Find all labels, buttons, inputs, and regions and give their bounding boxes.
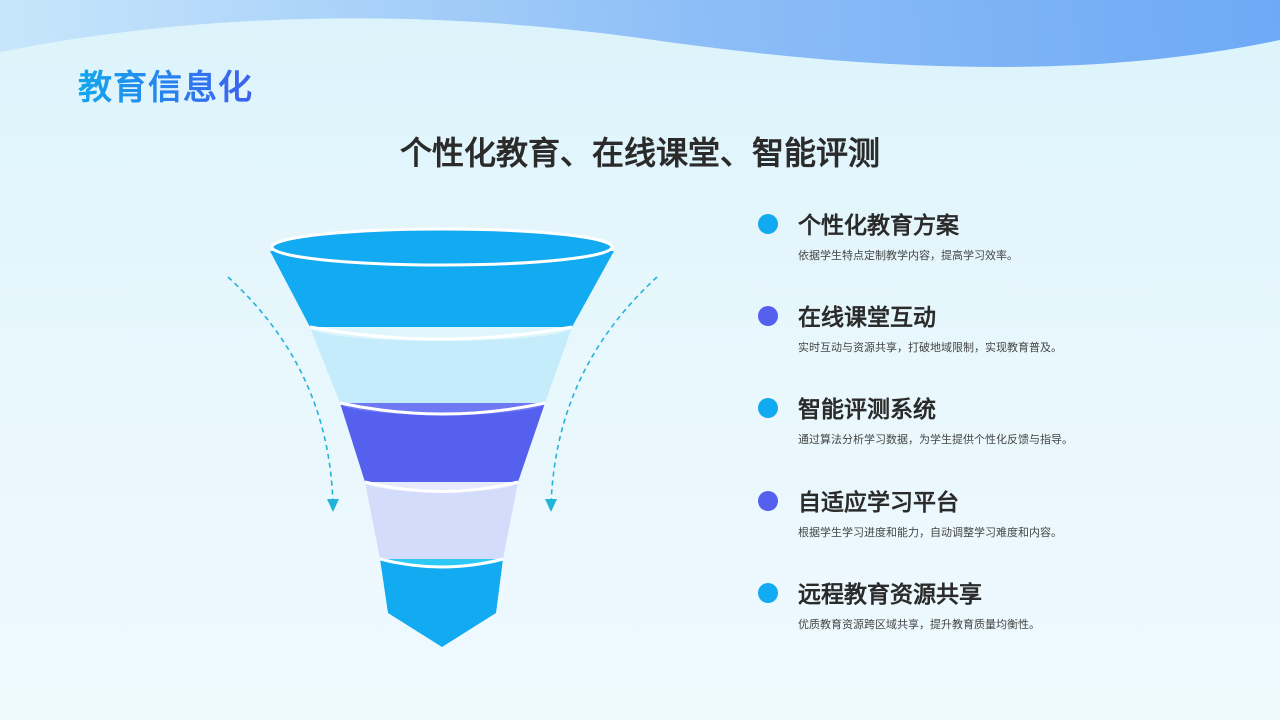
bullet-dot [758, 398, 778, 418]
item-description: 依据学生特点定制教学内容，提高学习效率。 [798, 249, 1018, 262]
bullet-dot [758, 214, 778, 234]
funnel-diagram [227, 227, 658, 647]
funnel-level-3 [340, 403, 545, 482]
item-heading: 远程教育资源共享 [798, 582, 982, 608]
funnel-level-1-rim [309, 325, 573, 341]
item-heading: 智能评测系统 [798, 397, 936, 423]
left-flow-arrowhead [327, 499, 339, 512]
slide-subtitle: 个性化教育、在线课堂、智能评测 [399, 134, 880, 172]
funnel-level-2-rim [339, 401, 546, 416]
funnel-level-1 [270, 251, 614, 327]
bullet-dot [758, 583, 778, 603]
header-wave [0, 0, 1280, 67]
item-description: 根据学生学习进度和能力，自动调整学习难度和内容。 [798, 526, 1062, 539]
right-flow-arrowhead [545, 499, 557, 512]
funnel-level-4 [365, 482, 518, 559]
item-description: 优质教育资源跨区域共享，提升教育质量均衡性。 [798, 618, 1040, 631]
item-heading: 自适应学习平台 [798, 490, 959, 516]
item-heading: 在线课堂互动 [798, 305, 936, 331]
funnel-level-4-rim [379, 557, 504, 569]
funnel-level-2 [310, 327, 572, 403]
right-flow-arrow [550, 276, 658, 506]
left-flow-arrow [227, 276, 334, 506]
funnel-level-5 [380, 559, 503, 647]
bullet-dot [758, 306, 778, 326]
item-heading: 个性化教育方案 [798, 213, 959, 239]
item-description: 通过算法分析学习数据，为学生提供个性化反馈与指导。 [798, 433, 1073, 446]
slide-title: 教育信息化 [78, 60, 253, 109]
funnel-level-1-top [270, 227, 614, 267]
funnel-level-3-rim [364, 480, 519, 493]
item-description: 实时互动与资源共享，打破地域限制，实现教育普及。 [798, 341, 1062, 354]
bullet-dot [758, 491, 778, 511]
